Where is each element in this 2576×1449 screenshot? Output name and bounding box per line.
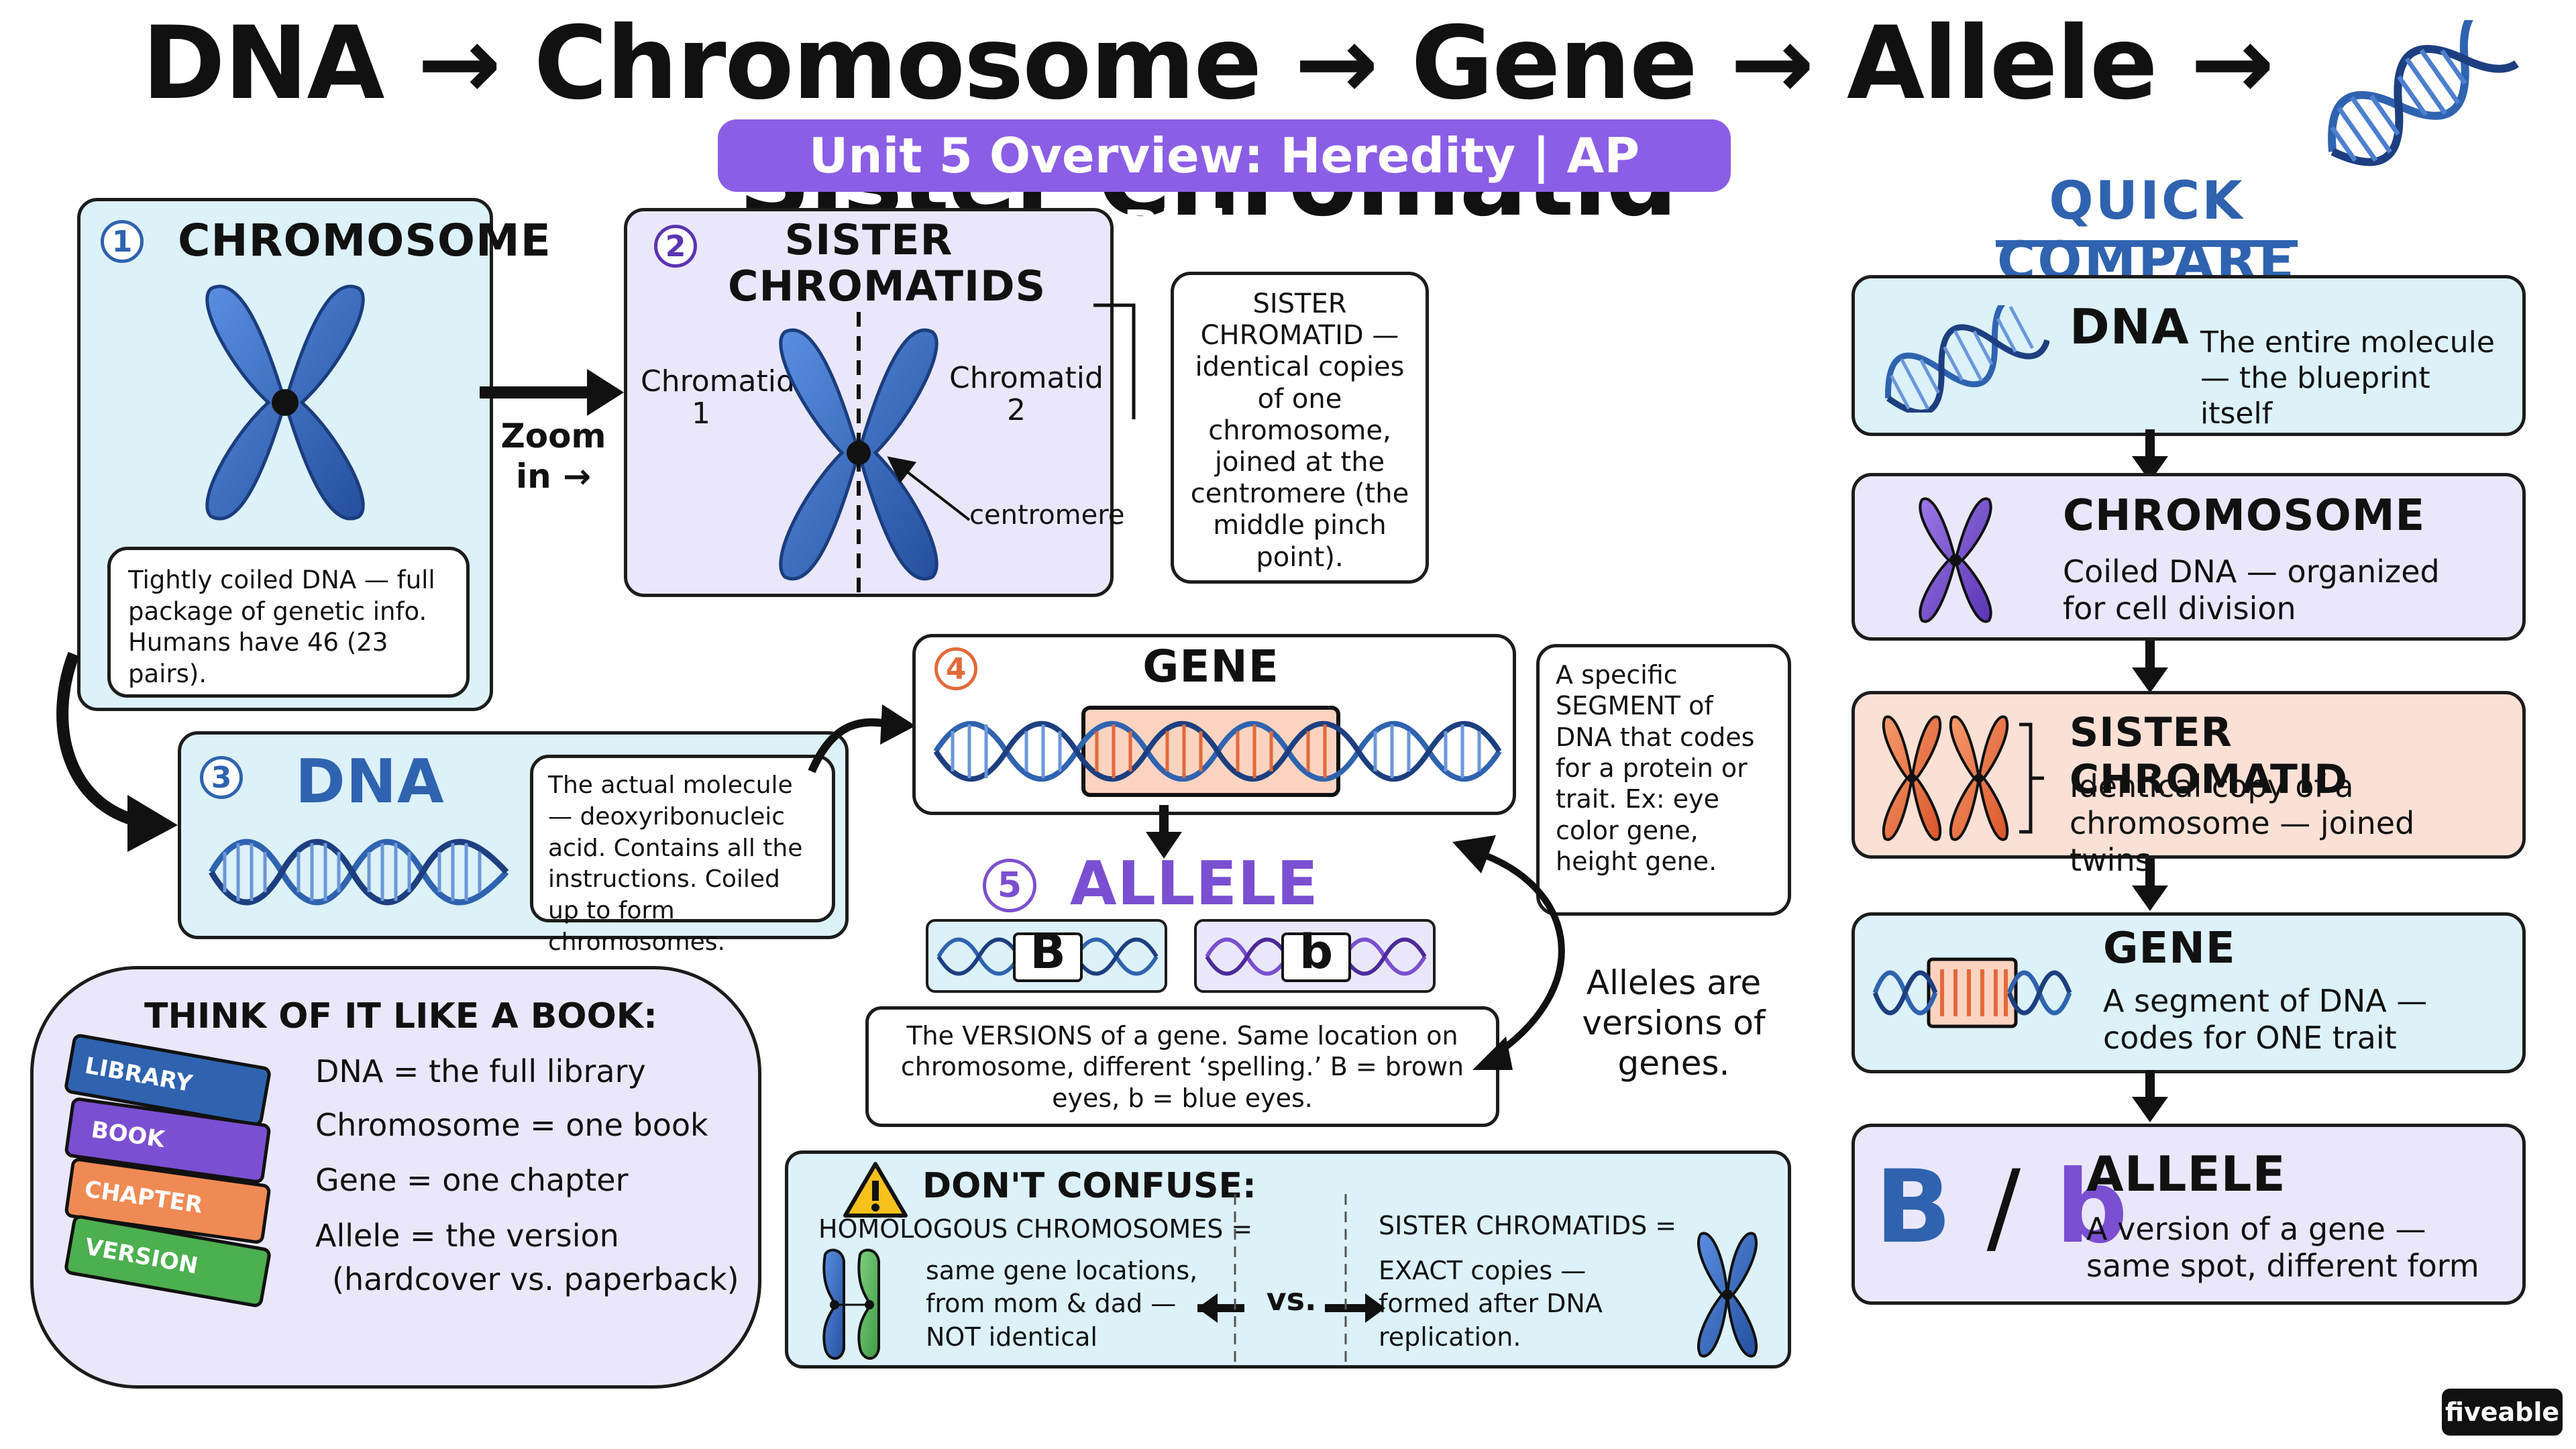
chromosome-icon bbox=[1919, 497, 1992, 623]
gene-segment-icon bbox=[1872, 957, 2072, 1028]
book-stack-icon: LIBRARY BOOK CHAPTER VERSION bbox=[60, 1032, 288, 1358]
homologous-chromosomes-icon bbox=[822, 1248, 880, 1360]
allele-b-symbol: b bbox=[2055, 1149, 2128, 1266]
dna-helix-icon bbox=[1885, 305, 2049, 413]
compare-title: GENE bbox=[2103, 924, 2236, 973]
homologous-text: same gene locations, from mom & dad — NO… bbox=[926, 1256, 1198, 1352]
compare-title: DNA bbox=[2070, 299, 2190, 355]
sister-chromatid-definition: SISTER CHROMATID — identical copies of o… bbox=[1190, 288, 1409, 573]
chromosome-note-bubble: Tightly coiled DNA — full package of gen… bbox=[107, 547, 470, 698]
subtitle-banner: Unit 5 Overview: Heredity | AP Biology bbox=[718, 119, 1731, 256]
compare-item-chromosome: CHROMOSOME Coiled DNA — organized for ce… bbox=[1851, 473, 2526, 641]
down-arrow-icon bbox=[2132, 1070, 2168, 1122]
arrow-gene-to-allele bbox=[1146, 805, 1182, 859]
allele-B-label: B bbox=[1030, 924, 1066, 979]
compare-text: A segment of DNA — codes for ONE trait bbox=[2103, 983, 2428, 1057]
quick-compare-heading: QUICK COMPARE bbox=[1997, 171, 2296, 292]
book-analogy-line-2: Chromosome = one book bbox=[315, 1107, 708, 1143]
arrow-dna-to-gene bbox=[808, 704, 916, 773]
gene-card: 4 GENE bbox=[912, 634, 1516, 815]
dna-helix-icon bbox=[936, 932, 1159, 982]
chromosome-icon bbox=[205, 284, 365, 521]
allele-heading: ALLELE bbox=[1070, 849, 1319, 919]
divider-line bbox=[1234, 1194, 1236, 1362]
dna-note-bubble: The actual molecule — deoxyribonucleic a… bbox=[530, 755, 835, 956]
down-arrow-icon bbox=[2132, 859, 2168, 911]
allele-slash-symbol: / bbox=[1986, 1149, 2021, 1266]
brand-logo: fiveable bbox=[2442, 1389, 2563, 1436]
gene-dna-diagram bbox=[933, 706, 1502, 797]
step-number: 4 bbox=[934, 647, 977, 690]
chromatid-1-label: Chromatid 1 bbox=[641, 364, 795, 431]
compare-text: Coiled DNA — organized for cell division bbox=[2063, 553, 2440, 627]
sister-chromatids-icon bbox=[1882, 715, 2044, 841]
card-heading: SISTER CHROMATIDS bbox=[728, 215, 1046, 311]
book-analogy-line-1: DNA = the full library bbox=[315, 1053, 646, 1089]
compare-item-dna: DNA The entire molecule — the blueprint … bbox=[1851, 275, 2526, 436]
curved-double-arrow bbox=[1452, 835, 1565, 1070]
dna-card: 3 DNA The actual molecule — deoxyribonuc… bbox=[178, 731, 849, 956]
compare-arrows-icon bbox=[1197, 1293, 1385, 1323]
sister-chromatids-icon bbox=[1697, 1232, 1758, 1358]
sister-chromatid-definition-box: SISTER CHROMATID — identical copies of o… bbox=[1171, 272, 1429, 584]
allele-b-box: b bbox=[1194, 919, 1436, 993]
centromere-label: centromere bbox=[969, 500, 1125, 531]
allele-b-label: b bbox=[1299, 924, 1334, 979]
step-number: 5 bbox=[983, 859, 1036, 912]
down-arrow-icon bbox=[2132, 429, 2168, 482]
centromere-pointer bbox=[887, 456, 971, 521]
divider-line bbox=[1344, 1194, 1347, 1362]
dna-helix-icon bbox=[1205, 932, 1427, 982]
alleles-side-note: Alleles are versions of genes. bbox=[1582, 963, 1766, 1083]
dna-helix-icon bbox=[2328, 20, 2519, 166]
sister-chromatids-card: 2 SISTER CHROMATIDS Chromatid 1 Chromati… bbox=[624, 208, 1124, 597]
bracket-connector bbox=[1093, 303, 1136, 419]
gene-note: A specific SEGMENT of DNA that codes for… bbox=[1556, 660, 1755, 877]
compare-text: Identical copy of a chromosome — joined … bbox=[2070, 768, 2415, 879]
compare-item-gene: GENE A segment of DNA — codes for ONE tr… bbox=[1851, 912, 2526, 1073]
card-heading: CHROMOSOME bbox=[178, 215, 551, 266]
compare-text: A version of a gene — same spot, differe… bbox=[2086, 1211, 2479, 1285]
step-number: 2 bbox=[654, 225, 697, 268]
dont-confuse-heading: DON'T CONFUSE: bbox=[922, 1166, 1256, 1206]
allele-icon: B / b bbox=[1875, 1157, 2128, 1258]
allele-note-box: The VERSIONS of a gene. Same location on… bbox=[865, 1006, 1499, 1127]
chromosome-card: 1 CHROMOSOME Tightly coiled DNA — full p… bbox=[77, 198, 551, 711]
allele-B-symbol: B bbox=[1875, 1149, 1952, 1266]
homologous-title: HOMOLOGOUS CHROMOSOMES = bbox=[818, 1214, 1253, 1244]
dont-confuse-card: DON'T CONFUSE: HOMOLOGOUS CHROMOSOMES = … bbox=[785, 1150, 1791, 1368]
card-heading: DNA bbox=[295, 747, 445, 817]
compare-item-sister-chromatid: SISTER CHROMATID Identical copy of a chr… bbox=[1851, 691, 2526, 878]
compare-title: SISTER CHROMATID bbox=[2070, 709, 2348, 803]
dna-helix-icon bbox=[209, 839, 509, 906]
sister-chromatid-diagram bbox=[779, 312, 938, 594]
warning-icon bbox=[843, 1162, 908, 1218]
dna-note: The actual molecule — deoxyribonucleic a… bbox=[548, 771, 803, 956]
down-arrow-icon bbox=[2132, 641, 2168, 693]
vs-label: vs. bbox=[1266, 1281, 1317, 1318]
book-analogy-line-3: Gene = one chapter bbox=[315, 1162, 629, 1198]
zoom-label: Zoom in → bbox=[500, 417, 606, 496]
book-analogy-heading: THINK OF IT LIKE A BOOK: bbox=[144, 996, 657, 1036]
card-heading: GENE bbox=[1142, 641, 1279, 692]
step-number: 3 bbox=[200, 756, 243, 799]
compare-title: ALLELE bbox=[2086, 1146, 2286, 1202]
sister-chromatids-compare-title: SISTER CHROMATIDS = bbox=[1379, 1211, 1677, 1240]
chromatid-2-label: Chromatid 2 bbox=[949, 361, 1104, 428]
quick-compare-underline bbox=[1996, 240, 2298, 247]
allele-note: The VERSIONS of a gene. Same location on… bbox=[900, 1021, 1464, 1113]
curved-arrow-to-dna bbox=[56, 651, 178, 852]
book-analogy-line-4: Allele = the version bbox=[315, 1218, 619, 1254]
gene-note-box: A specific SEGMENT of DNA that codes for… bbox=[1536, 644, 1791, 916]
zoom-arrow-icon bbox=[480, 369, 624, 416]
sister-chromatids-compare-text: EXACT copies — formed after DNA replicat… bbox=[1379, 1256, 1603, 1352]
compare-text: The entire molecule — the blueprint itse… bbox=[2200, 325, 2495, 431]
step-number: 1 bbox=[101, 220, 144, 263]
chromosome-note: Tightly coiled DNA — full package of gen… bbox=[128, 566, 435, 688]
allele-B-box: B bbox=[926, 919, 1167, 993]
book-analogy-cloud: THINK OF IT LIKE A BOOK: DNA = the full … bbox=[30, 966, 761, 1389]
book-analogy-line-5: (hardcover vs. paperback) bbox=[332, 1261, 739, 1297]
compare-item-allele: B / b ALLELE A version of a gene — same … bbox=[1851, 1124, 2526, 1305]
compare-title: CHROMOSOME bbox=[2063, 491, 2426, 541]
